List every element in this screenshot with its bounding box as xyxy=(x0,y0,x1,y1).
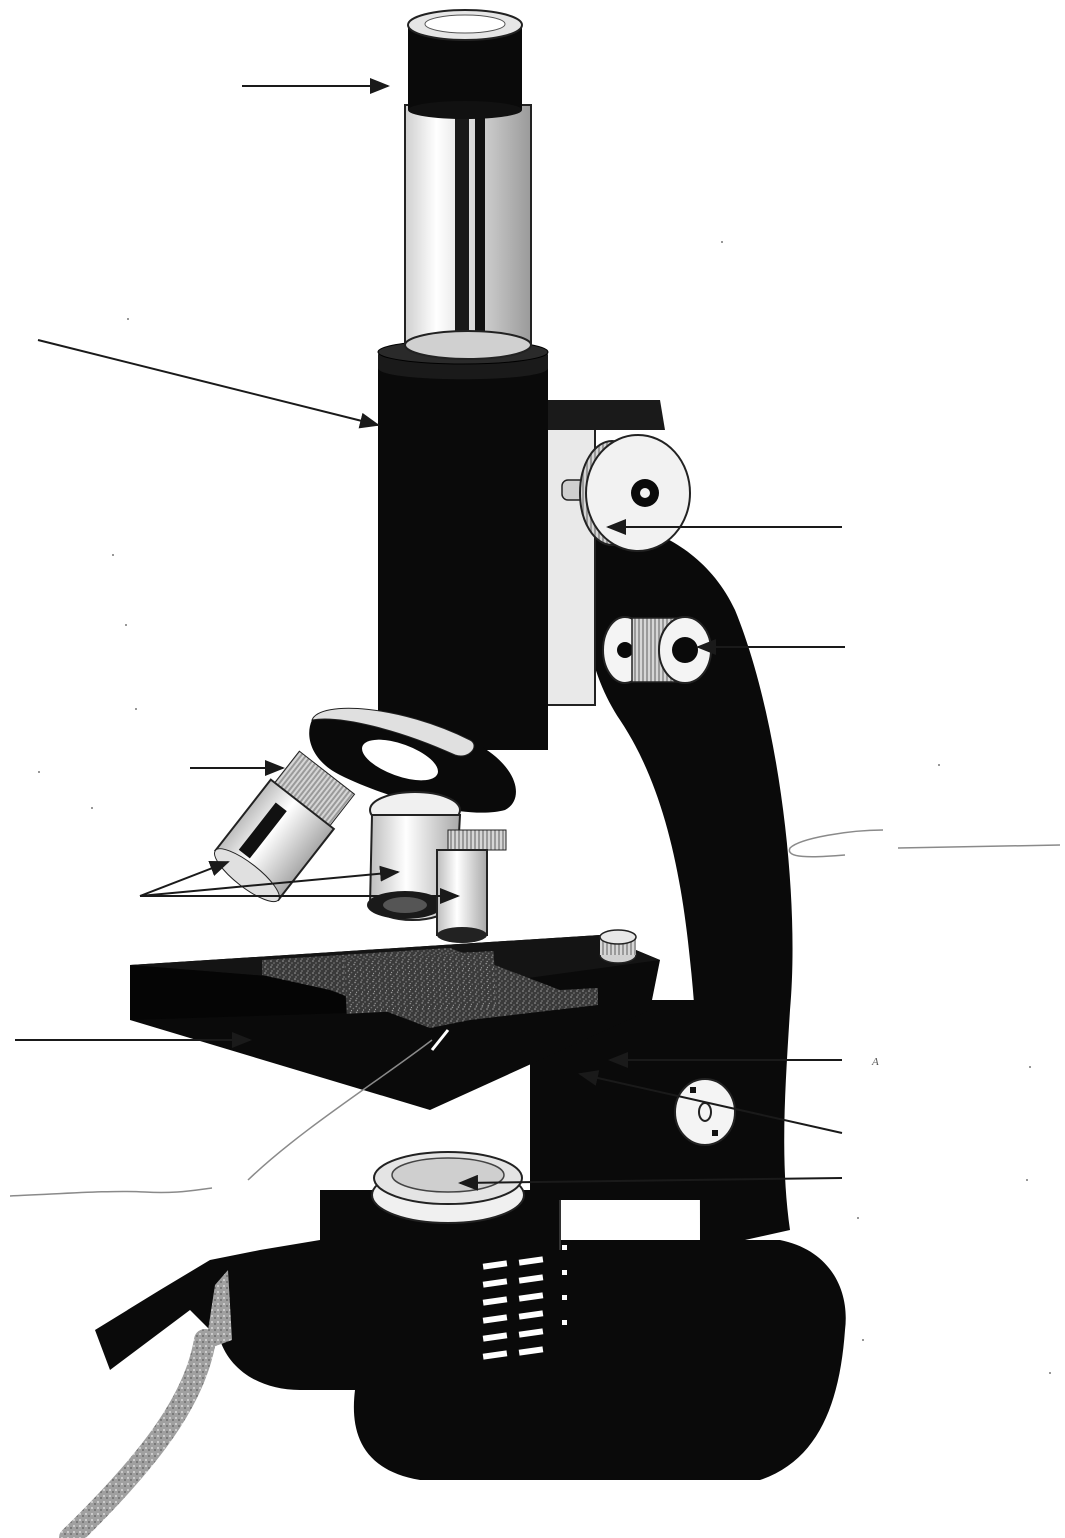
arrow-objective-lenses-a xyxy=(140,862,228,896)
eyepiece xyxy=(405,10,531,359)
stage-screw xyxy=(600,930,636,963)
light-source xyxy=(372,1152,524,1223)
pencil-line-bottom-left xyxy=(10,1188,212,1196)
light-switch[interactable] xyxy=(675,1079,735,1145)
power-cord xyxy=(70,1340,205,1538)
stray-mark: A xyxy=(872,1056,879,1068)
fine-adjustment-knob[interactable] xyxy=(603,617,711,683)
pencil-line-arm xyxy=(898,845,1060,848)
arrow-body-tube xyxy=(38,340,378,425)
pencil-arm-label xyxy=(789,830,883,857)
body-tube xyxy=(378,360,548,750)
